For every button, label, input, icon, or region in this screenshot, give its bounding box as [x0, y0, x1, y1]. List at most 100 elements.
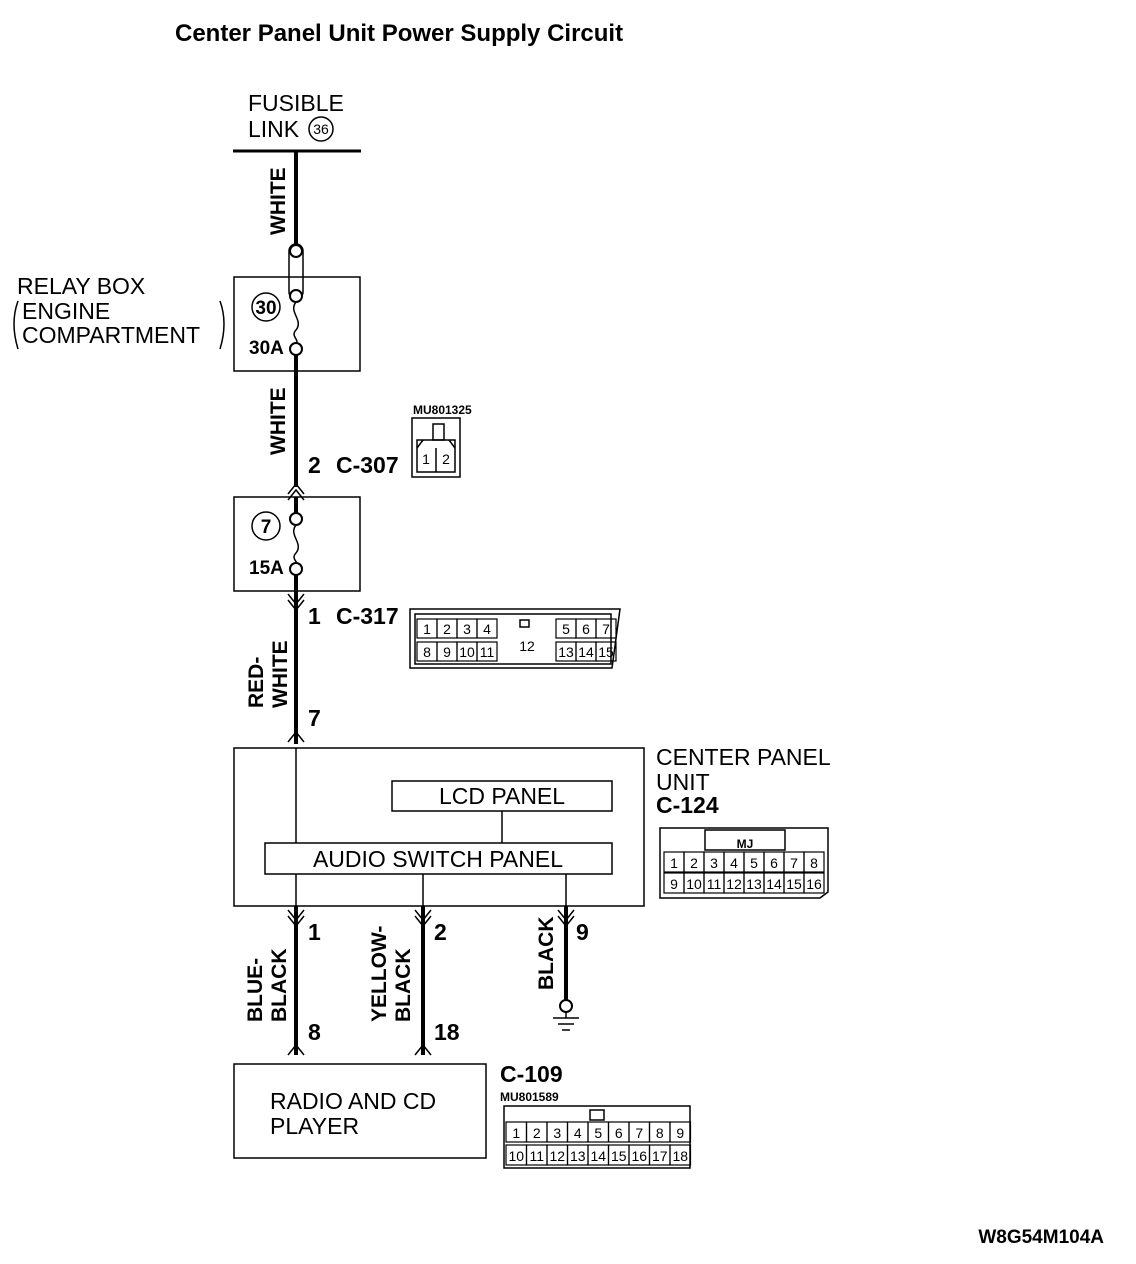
connector-pin-label: 3 [710, 855, 718, 871]
cpu-out-pin-1: 1 [308, 919, 321, 945]
wire-red-white-label: RED- [245, 657, 268, 708]
connector-pin-label: 8 [656, 1125, 664, 1141]
c109-part-number: MU801589 [500, 1090, 559, 1104]
connector-pin-label: 7 [790, 855, 798, 871]
c307-key [432, 423, 445, 441]
connector-pin-cell [669, 1144, 692, 1166]
lcd-panel-label: LCD PANEL [439, 783, 565, 809]
radio-in-arrow-1 [287, 1043, 305, 1056]
fusible-link-number-circle [308, 116, 334, 142]
connector-pin-label: 14 [590, 1148, 606, 1164]
connector-pin-label: 12 [549, 1148, 565, 1164]
bracket-left [13, 300, 19, 350]
wire-blue-black-label: BLUE- [244, 958, 267, 1022]
connector-pin-label: 8 [423, 644, 431, 660]
connector-pin-label: 13 [558, 644, 574, 660]
radio-frame [233, 1063, 487, 1159]
cpu-label: CENTER PANEL [656, 744, 831, 770]
audio-switch-panel-box [264, 842, 613, 875]
fuse-30-circle [251, 292, 281, 322]
connector-pin-label: 17 [652, 1148, 668, 1164]
c307-pin-number: 2 [308, 452, 321, 478]
center-panel-unit: CENTER PANEL UNIT C-124 LCD PANEL AUDIO … [233, 744, 831, 907]
wire-red-white-label-2: WHITE [269, 640, 292, 708]
c124-tag: MJ [737, 837, 754, 851]
connector-pin-label: 14 [766, 876, 782, 892]
wire-blue-black-label-2: BLACK [268, 949, 291, 1023]
audio-switch-panel-label: AUDIO SWITCH PANEL [313, 846, 563, 872]
connector-pin-label: 15 [611, 1148, 627, 1164]
connector-pin-label: 10 [459, 644, 475, 660]
connector-pin-label: 1 [423, 621, 431, 637]
connector-pin-cell [476, 618, 498, 639]
fuse-30-number: 30 [255, 298, 276, 319]
diagram-title: Center Panel Unit Power Supply Circuit [175, 20, 623, 47]
connector-pin-label: 7 [602, 621, 610, 637]
connector-pin-label: 15 [786, 876, 802, 892]
cpu-out-pin-9: 9 [576, 919, 589, 945]
wire-yellow-black-label-2: BLACK [392, 949, 415, 1023]
fuse-7-terminal-top [289, 512, 303, 526]
connector-pin-label: 11 [480, 644, 495, 660]
terminal-top [289, 244, 303, 258]
radio-in-arrow-2 [414, 1043, 432, 1056]
fuse-7-rating: 15A [249, 558, 284, 579]
connector-pin-label: 1 [512, 1125, 520, 1141]
connector-pin-label: 9 [443, 644, 451, 660]
connector-pin-label: 6 [770, 855, 778, 871]
radio-pin-8: 8 [308, 1019, 321, 1045]
connector-pin-label: 14 [578, 644, 594, 660]
c109-name: C-109 [500, 1061, 563, 1087]
connector-pin-label: 4 [574, 1125, 582, 1141]
connector-pin-label: 1 [670, 855, 678, 871]
connector-pin-label: 4 [483, 621, 491, 637]
c124-key [704, 829, 786, 851]
connector-pin-label: 12 [726, 876, 742, 892]
connector-pin-label: 7 [635, 1125, 643, 1141]
connector-pin-label: 10 [508, 1148, 524, 1164]
c307-pin: 2 [442, 451, 450, 467]
relay-box: RELAY BOX ENGINE COMPARTMENT 30 30A [13, 243, 361, 372]
connector-pin-label: 2 [690, 855, 698, 871]
bracket-right [219, 300, 225, 350]
cpu-out-pin-2: 2 [434, 919, 447, 945]
c317-inner [414, 613, 612, 665]
connector-pin-label: 5 [750, 855, 758, 871]
radio-label-2: PLAYER [270, 1113, 359, 1139]
connector-pin-label: 16 [806, 876, 822, 892]
connector-pin-label: 18 [672, 1148, 688, 1164]
c307-name: C-307 [336, 452, 399, 478]
c307-connector-face: MU801325 1 2 [411, 403, 472, 478]
terminal-mid [289, 289, 303, 303]
connector-pin-cell [803, 851, 825, 873]
c124-outline [659, 827, 829, 899]
connector-pin-label: 13 [570, 1148, 586, 1164]
wire-black-label: BLACK [535, 917, 558, 991]
connector-pin-label: 16 [631, 1148, 647, 1164]
c307-part-number: MU801325 [413, 403, 472, 417]
relay-box-label-3: COMPARTMENT [22, 322, 200, 348]
fusible-link-number: 36 [313, 121, 329, 137]
connector-pin-label: 9 [676, 1125, 684, 1141]
connector-pin-cell [595, 641, 617, 662]
connector-pin-label: 5 [562, 621, 570, 637]
connector-pin-label: 11 [707, 876, 722, 892]
fusible-link-label-2: LINK [248, 116, 300, 142]
connector-pin-label: 8 [810, 855, 818, 871]
connector-pin-label: 3 [463, 621, 471, 637]
c317-name: C-317 [336, 603, 399, 629]
c317-pin-number: 1 [308, 603, 321, 629]
fusible-link-label: FUSIBLE [248, 90, 344, 116]
figure-code: W8G54M104A [978, 1227, 1104, 1248]
radio-cd-player: RADIO AND CD PLAYER [233, 1063, 487, 1159]
fuse-7-terminal-bottom [289, 562, 303, 576]
connector-pin-label: 13 [746, 876, 762, 892]
connector-pin-label: 11 [529, 1148, 544, 1164]
connector-pin-label: 6 [582, 621, 590, 637]
ground-icon [553, 999, 579, 1031]
fuse-7-circle [251, 511, 281, 541]
c109-key [589, 1109, 605, 1121]
